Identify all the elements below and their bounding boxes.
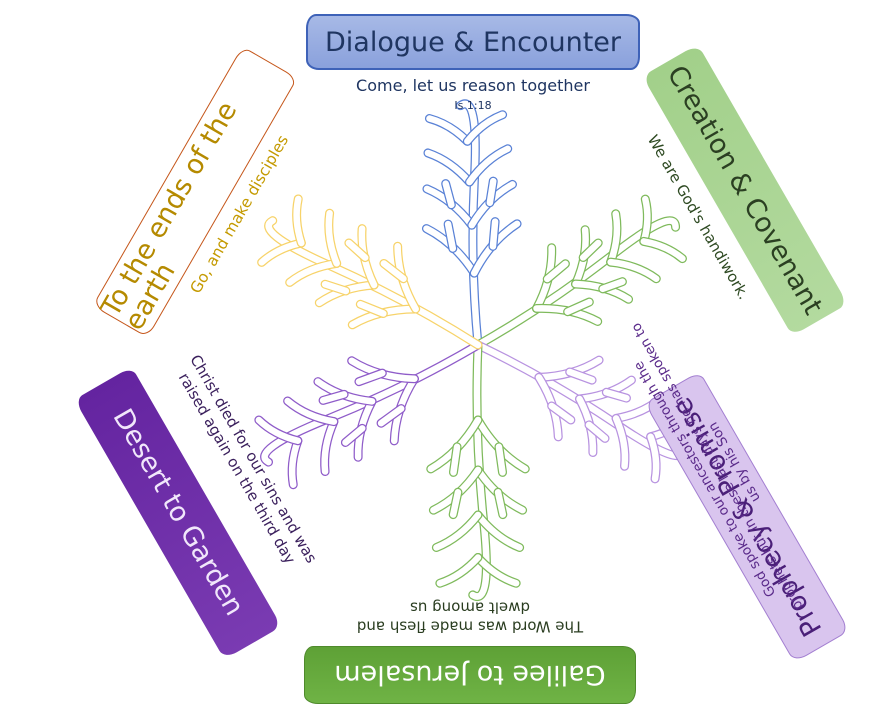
- branch-yellow-subtwig-fill: [380, 260, 407, 282]
- branch-purple-fill: [261, 341, 482, 466]
- branch-lavender-subtwig-fill: [603, 389, 630, 402]
- branch-green-lower-subtwig-fill: [450, 443, 461, 476]
- branch-green-upper-subtwig-fill: [599, 278, 626, 293]
- branch-lavender-subtwig-fill: [585, 421, 609, 442]
- branch-lavender-twig-fill: [612, 415, 629, 470]
- quote-dialogue: Come, let us reason together Is 1:18: [320, 76, 626, 113]
- branch-purple-subtwig-fill: [377, 405, 405, 427]
- branch-green-upper-twig-fill: [607, 210, 621, 266]
- branch-green-lower-twig-fill: [474, 511, 523, 551]
- branch-blue-subtwig-fill: [489, 218, 499, 250]
- branch-green-upper-twig-fill: [640, 238, 686, 262]
- branch-green-lower-twig-fill: [436, 554, 482, 587]
- branch-blue-subtwig-fill: [444, 220, 457, 252]
- branch-green-lower-twig-fill: [433, 511, 482, 551]
- quote-reference: Is 1:18: [454, 99, 492, 112]
- branch-purple-twig-fill: [321, 418, 338, 475]
- banner-dialogue-encounter: Dialogue & Encounter: [306, 14, 640, 70]
- branch-green-lower-subtwig-fill: [495, 443, 506, 476]
- branch-blue-twig-fill: [464, 111, 506, 145]
- branch-yellow-subtwig-fill: [321, 280, 350, 295]
- quote-galilee: The Word was made flesh and dwelt among …: [330, 598, 610, 636]
- branch-blue-subtwig-fill: [442, 180, 455, 209]
- branch-lavender-subtwig-fill: [548, 402, 575, 424]
- branch-green-lower-subtwig-fill: [449, 489, 462, 518]
- branch-green-upper-subtwig-fill: [543, 260, 569, 283]
- branch-blue-fill: [457, 100, 482, 349]
- branch-green-lower-fill: [469, 341, 490, 600]
- branch-purple-subtwig-fill: [342, 425, 366, 446]
- quote-line: The Word was made flesh and: [356, 617, 584, 636]
- branch-green-upper-twig-fill: [640, 195, 651, 245]
- branch-blue-subtwig-fill: [486, 177, 497, 207]
- banner-galilee-jerusalem: Galilee to Jerusalem: [304, 646, 636, 704]
- branch-green-upper-fill: [474, 217, 679, 349]
- quote-text: Come, let us reason together: [356, 76, 590, 95]
- branch-yellow-fill: [265, 217, 482, 349]
- banner-title: Galilee to Jerusalem: [334, 659, 606, 691]
- branch-green-lower-subtwig-fill: [494, 489, 507, 518]
- quote-line: dwelt among us: [410, 598, 530, 617]
- branch-lavender-subtwig-fill: [566, 368, 596, 384]
- branch-purple-subtwig-fill: [355, 369, 386, 385]
- branch-purple-twig-fill: [255, 416, 302, 445]
- branch-yellow-twig-fill: [325, 209, 340, 267]
- branch-blue-twig-fill: [466, 145, 511, 186]
- branch-yellow-subtwig-fill: [357, 301, 387, 317]
- branch-green-upper-subtwig-fill: [579, 239, 602, 261]
- branch-purple-subtwig-fill: [319, 391, 348, 404]
- branch-yellow-subtwig-fill: [345, 239, 369, 261]
- branch-yellow-twig-fill: [293, 195, 305, 247]
- branch-purple-twig-fill: [284, 397, 338, 425]
- branch-lavender-twig-fill: [647, 433, 660, 483]
- branch-green-upper-subtwig-fill: [564, 298, 593, 315]
- branch-green-upper-twig-fill: [607, 258, 660, 282]
- banner-title: Dialogue & Encounter: [325, 26, 621, 58]
